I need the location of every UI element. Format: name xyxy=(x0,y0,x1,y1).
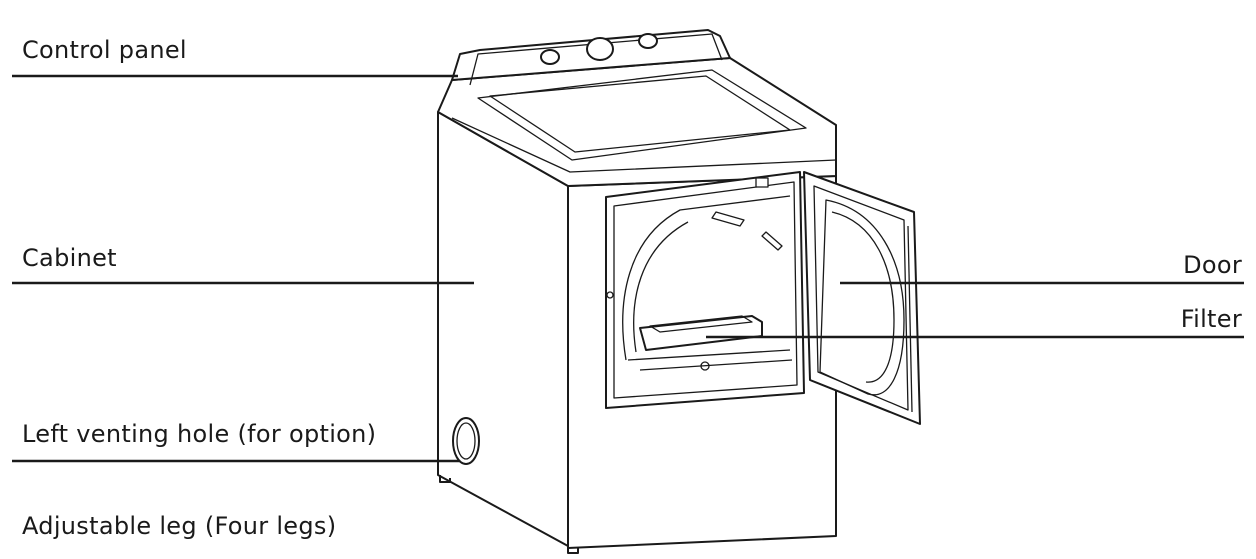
door-window-inner xyxy=(831,211,895,383)
leader-lines xyxy=(12,74,1244,463)
label-door: Door xyxy=(1183,251,1242,279)
drum-baffle-right xyxy=(761,231,783,251)
door-hinge-pin xyxy=(606,291,614,299)
label-control-panel: Control panel xyxy=(22,36,187,64)
cabinet-left-side xyxy=(437,111,569,547)
adjustable-leg-front xyxy=(567,546,579,554)
dryer-illustration xyxy=(437,29,921,554)
adjustable-leg-left xyxy=(439,475,451,483)
door-panel-inner xyxy=(813,185,909,411)
door-panel xyxy=(803,171,921,425)
door-window xyxy=(819,199,905,396)
label-filter: Filter xyxy=(1180,305,1242,333)
label-adjustable-leg: Adjustable leg (Four legs) xyxy=(22,512,337,540)
lid-front-edge xyxy=(451,117,837,173)
control-knob-right xyxy=(638,33,658,49)
door-opening-inner xyxy=(613,181,798,399)
lid-rim xyxy=(477,69,807,161)
control-knob-left xyxy=(540,49,560,65)
drum-sensor xyxy=(700,361,710,371)
control-knob-center xyxy=(586,37,614,61)
door-edge xyxy=(907,225,913,413)
drum-baffle xyxy=(711,211,745,227)
label-left-venting-hole: Left venting hole (for option) xyxy=(22,420,377,448)
drum xyxy=(622,195,791,361)
door-latch xyxy=(755,177,769,188)
lint-filter-top xyxy=(649,315,753,333)
left-venting-hole-rim xyxy=(456,422,476,460)
drum-floor xyxy=(627,349,793,371)
label-cabinet: Cabinet xyxy=(22,244,117,272)
drum-inner xyxy=(633,221,689,353)
